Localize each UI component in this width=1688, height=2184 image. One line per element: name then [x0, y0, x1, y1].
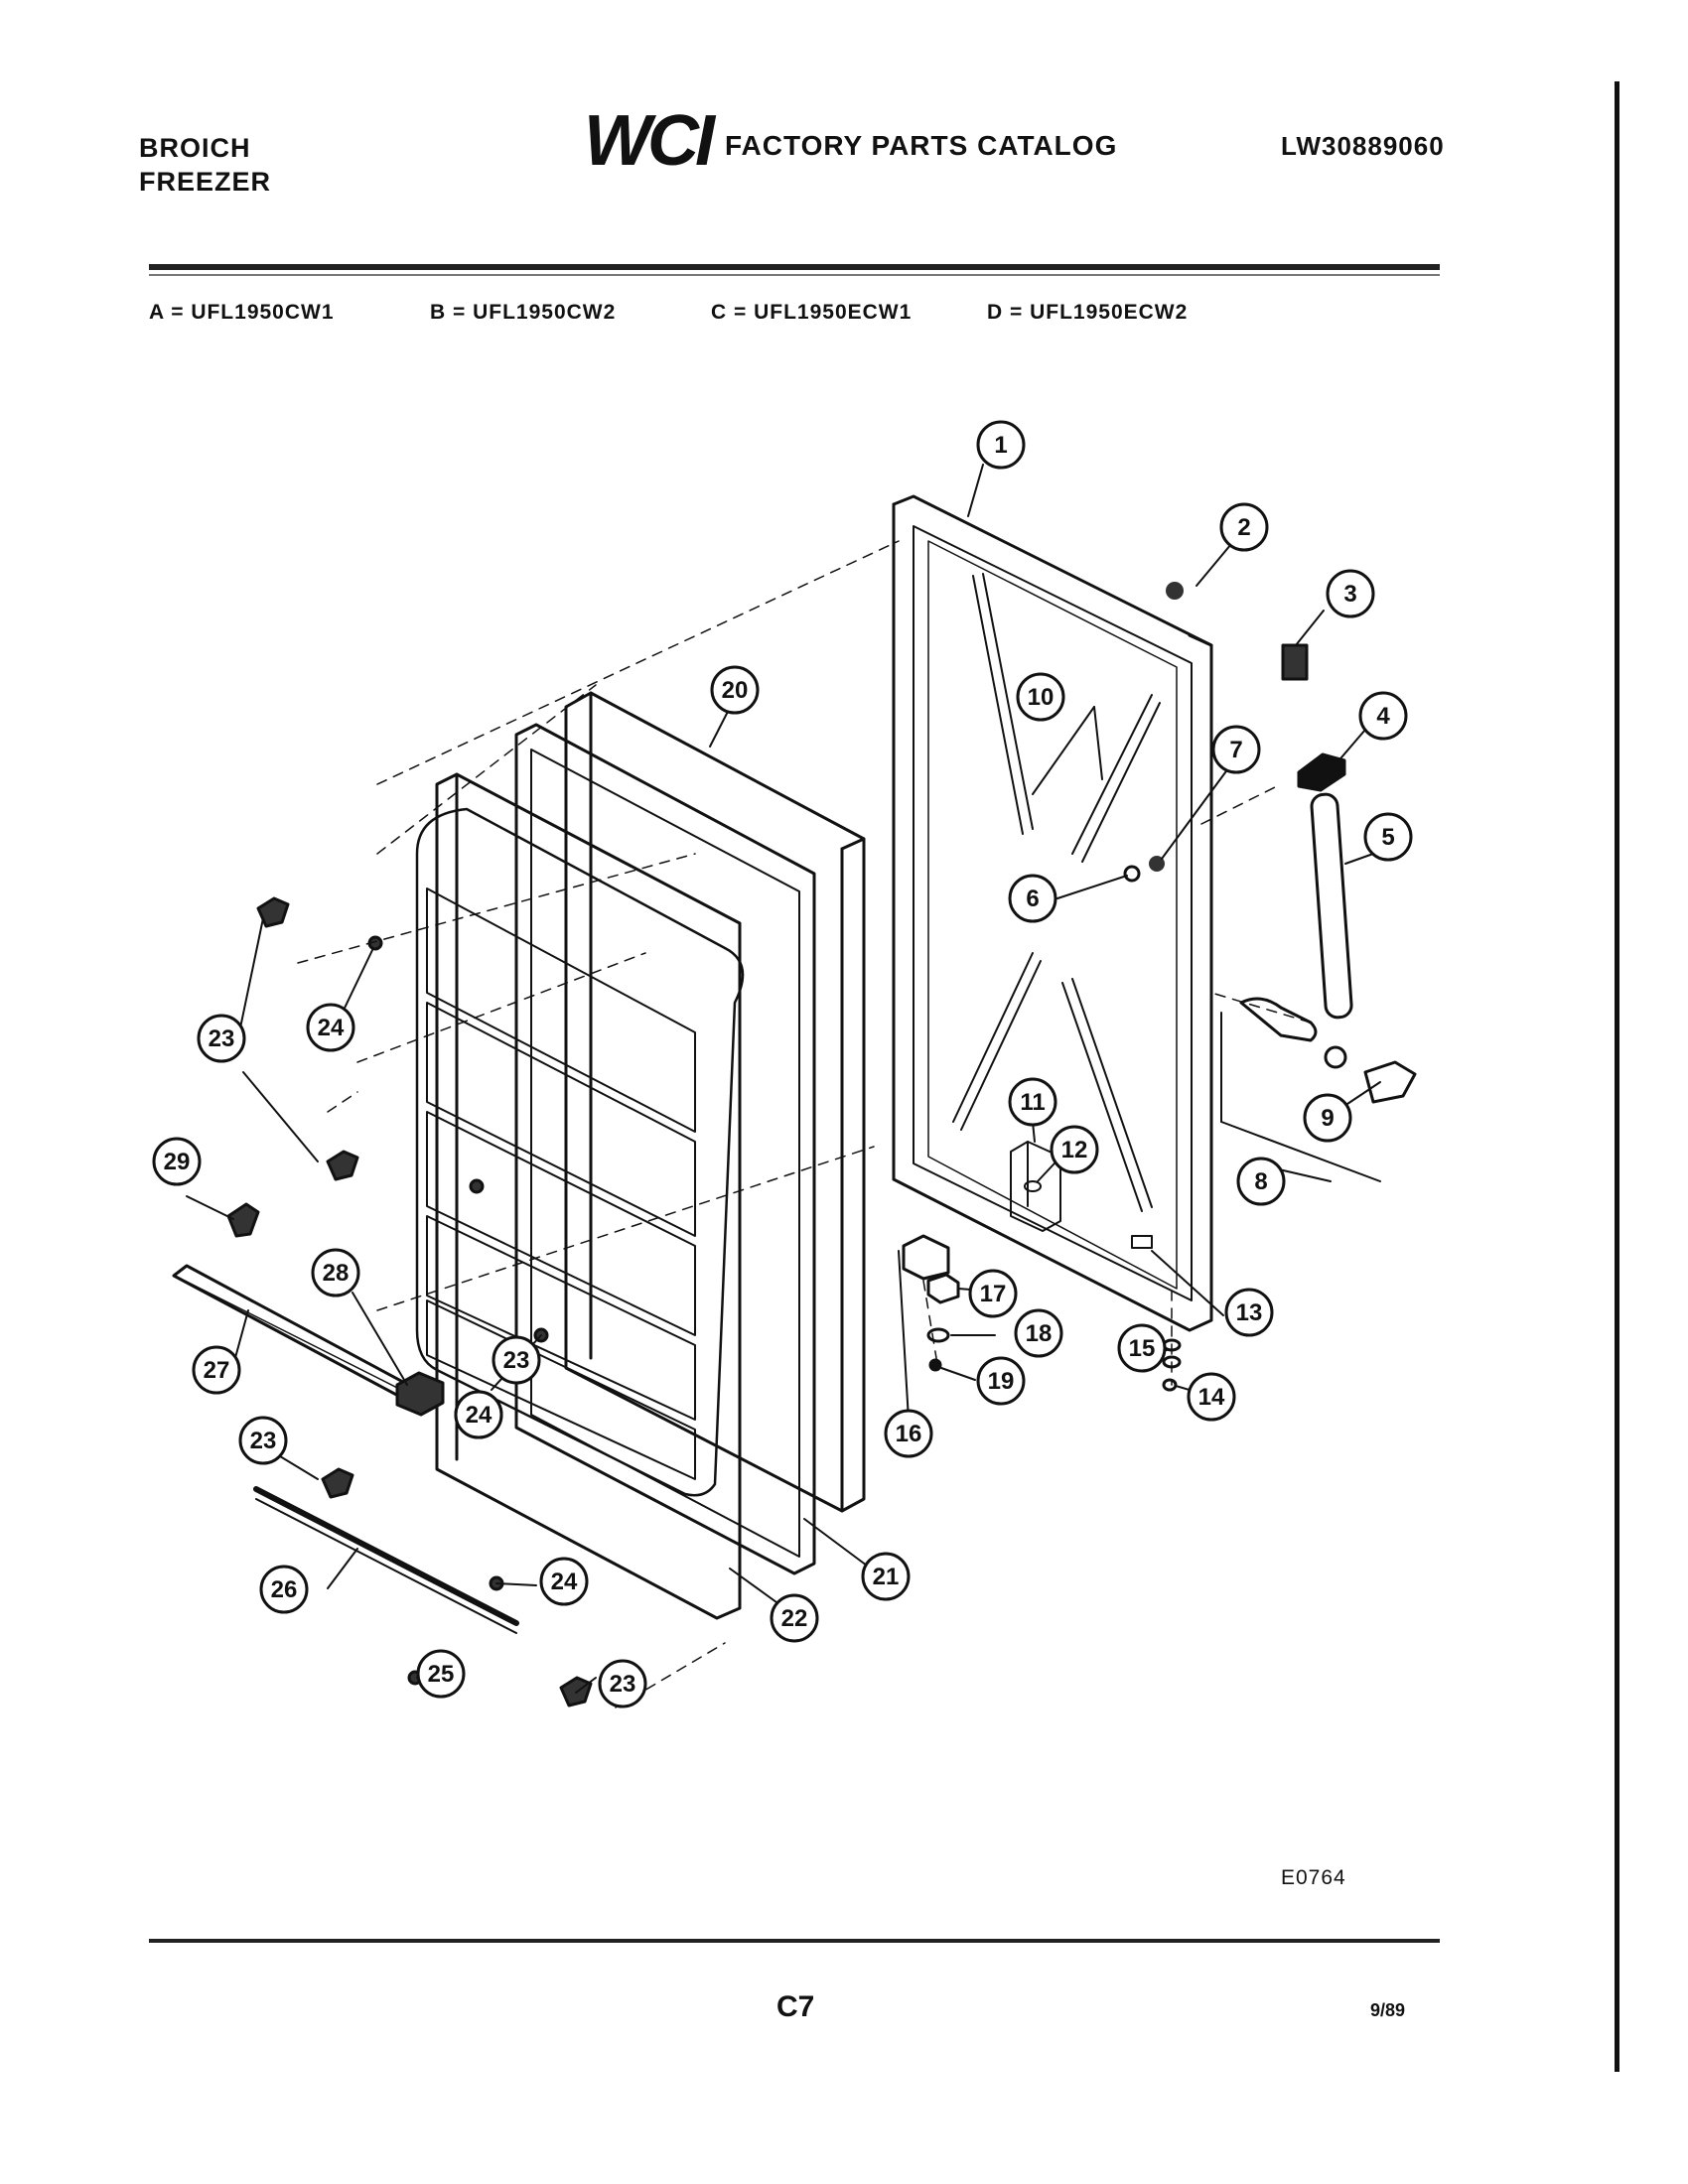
callout-23: 23	[492, 1335, 541, 1385]
catalog-number: LW30889060	[1281, 131, 1445, 161]
callout-4: 4	[1358, 691, 1408, 741]
lock-assembly	[1220, 997, 1417, 1182]
callout-label: 21	[873, 1564, 900, 1590]
callout-label: 14	[1198, 1384, 1225, 1411]
callout-label: 6	[1026, 886, 1039, 912]
callout-6: 6	[1008, 874, 1057, 923]
callout-26: 26	[259, 1565, 309, 1614]
header-rule	[149, 264, 1440, 270]
callout-label: 22	[781, 1605, 808, 1632]
callout-24: 24	[306, 1003, 355, 1052]
callout-label: 10	[1028, 684, 1055, 711]
callout-23: 23	[598, 1659, 647, 1708]
footer-rule	[149, 1939, 1440, 1943]
callout-label: 25	[428, 1661, 455, 1688]
callout-15: 15	[1117, 1323, 1167, 1373]
callout-label: 29	[164, 1149, 191, 1175]
callout-label: 20	[722, 677, 749, 704]
inner-door-panel	[892, 494, 1213, 1332]
model-b: B = UFL1950CW2	[430, 301, 617, 324]
left-hardware	[172, 896, 593, 1707]
callout-label: 1	[994, 432, 1007, 459]
callout-22: 22	[770, 1593, 819, 1643]
callout-label: 4	[1376, 703, 1390, 730]
brand-line-2: FREEZER	[139, 167, 272, 197]
model-d: D = UFL1950ECW2	[987, 301, 1189, 324]
wci-logo: WCI	[584, 101, 715, 181]
callout-label: 24	[551, 1569, 578, 1595]
callout-27: 27	[192, 1345, 241, 1395]
callout-label: 15	[1129, 1335, 1156, 1362]
callout-label: 23	[503, 1347, 530, 1374]
model-legend: A = UFL1950CW1 B = UFL1950CW2 C = UFL195…	[149, 301, 1440, 325]
callout-23: 23	[238, 1416, 288, 1465]
callout-12: 12	[1050, 1125, 1099, 1174]
callout-label: 24	[318, 1015, 345, 1041]
callout-10: 10	[1016, 672, 1065, 722]
handle-parts	[1123, 582, 1353, 1020]
callout-2: 2	[1219, 502, 1269, 552]
callout-14: 14	[1187, 1372, 1236, 1422]
page-number: C7	[776, 1990, 815, 2023]
callout-16: 16	[884, 1409, 933, 1458]
callout-label: 11	[1020, 1089, 1045, 1116]
callout-label: 23	[610, 1671, 636, 1698]
callout-label: 18	[1026, 1320, 1053, 1347]
callout-25: 25	[416, 1649, 466, 1699]
callout-label: 13	[1236, 1299, 1263, 1326]
header-rule-thin	[149, 274, 1440, 276]
callout-13: 13	[1224, 1288, 1274, 1337]
figure-code: E0764	[1281, 1866, 1346, 1889]
door-liner	[415, 772, 745, 1620]
callout-11: 11	[1008, 1077, 1057, 1127]
callout-label: 16	[896, 1421, 922, 1447]
callout-17: 17	[968, 1269, 1018, 1318]
callout-21: 21	[861, 1552, 911, 1601]
catalog-title: FACTORY PARTS CATALOG	[724, 130, 1118, 161]
page-date: 9/89	[1370, 2000, 1406, 2020]
callout-24: 24	[539, 1557, 589, 1606]
callout-label: 23	[209, 1025, 235, 1052]
brand-block: BROICH FREEZER	[139, 131, 271, 199]
callout-label: 3	[1343, 581, 1356, 608]
callout-28: 28	[311, 1248, 360, 1297]
callout-8: 8	[1236, 1157, 1286, 1206]
callout-label: 8	[1254, 1168, 1267, 1195]
callout-label: 5	[1381, 824, 1394, 851]
brand-line-1: BROICH	[139, 133, 251, 163]
hinge-parts	[902, 1234, 1182, 1392]
callout-label: 28	[323, 1260, 350, 1287]
callout-label: 23	[250, 1428, 277, 1454]
callout-label: 24	[466, 1402, 492, 1429]
model-c: C = UFL1950ECW1	[711, 301, 913, 324]
callout-label: 19	[988, 1368, 1015, 1395]
callout-23: 23	[197, 1014, 246, 1063]
callout-29: 29	[152, 1137, 202, 1186]
callout-label: 7	[1229, 737, 1242, 763]
callout-label: 9	[1321, 1105, 1334, 1132]
callout-5: 5	[1363, 812, 1413, 862]
callout-label: 12	[1061, 1137, 1088, 1163]
callout-label: 17	[980, 1281, 1007, 1307]
model-a: A = UFL1950CW1	[149, 301, 335, 324]
callout-1: 1	[976, 420, 1026, 470]
right-margin-bar	[1615, 81, 1619, 2072]
callout-label: 2	[1237, 514, 1250, 541]
callout-20: 20	[710, 665, 760, 715]
catalog-header: WCI FACTORY PARTS CATALOG	[584, 105, 1117, 177]
callout-24: 24	[454, 1390, 503, 1439]
callout-9: 9	[1303, 1093, 1352, 1143]
callout-19: 19	[976, 1356, 1026, 1406]
callout-label: 26	[271, 1576, 298, 1603]
alignment-lines	[297, 540, 1312, 1708]
door-gasket	[514, 723, 816, 1575]
callout-3: 3	[1326, 569, 1375, 618]
callout-7: 7	[1211, 725, 1261, 774]
callout-label: 27	[204, 1357, 230, 1384]
callout-18: 18	[1014, 1308, 1063, 1358]
